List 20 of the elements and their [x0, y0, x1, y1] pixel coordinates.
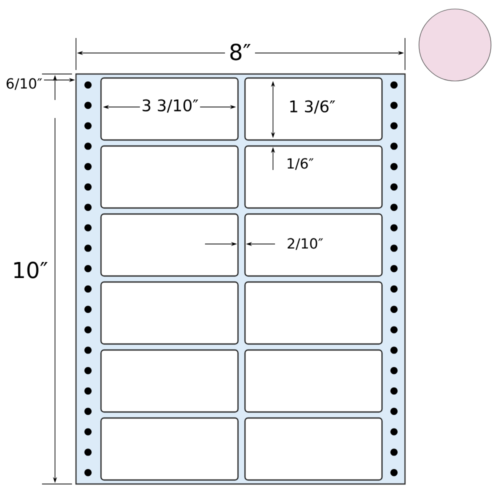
label-box: [100, 281, 239, 345]
dimension-label: 10″: [10, 260, 50, 280]
label-box: [100, 349, 239, 413]
label-box: [100, 145, 239, 209]
label-box: [100, 417, 239, 481]
label-box: [100, 213, 239, 277]
label-box: [244, 145, 383, 209]
dimension-label: 6/10″: [4, 76, 44, 92]
dimension-label: 3 3/10″: [140, 98, 200, 114]
label-box: [244, 77, 383, 141]
dimension-label: 1/6″: [284, 156, 316, 172]
label-box: [244, 349, 383, 413]
dimension-label: 8″: [227, 42, 253, 62]
label-box: [244, 213, 383, 277]
label-box: [244, 281, 383, 345]
dimension-label: 1 3/6″: [287, 98, 337, 116]
label-box: [100, 77, 239, 141]
label-box: [244, 417, 383, 481]
color-swatch: [418, 8, 492, 82]
dimension-label: 2/10″: [285, 236, 325, 252]
